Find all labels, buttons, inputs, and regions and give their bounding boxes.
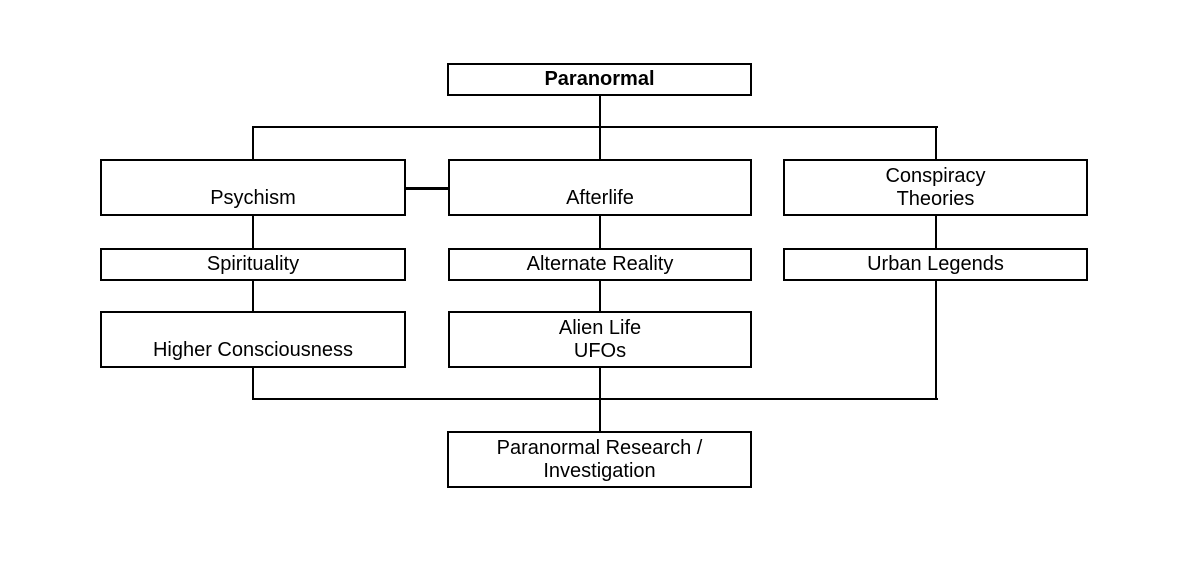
edge-spirituality-to-higher-consciousness [252, 279, 254, 313]
edge-urban-legends-to-merge-bus [935, 279, 937, 400]
node-paranormal-research-investigation: Paranormal Research / Investigation [447, 431, 752, 488]
node-label: Alien Life [558, 316, 642, 339]
edge-level1-bus [252, 126, 938, 128]
node-label: Higher Consciousness [152, 339, 354, 361]
node-paranormal: Paranormal [447, 63, 752, 96]
node-label: UFOs [573, 339, 627, 362]
edge-alternate-reality-to-alien-life [599, 279, 601, 313]
node-alternate-reality: Alternate Reality [448, 248, 752, 281]
edge-merge-bus [252, 398, 938, 400]
edge-afterlife-to-alternate-reality [599, 214, 601, 250]
node-label: Alternate Reality [526, 253, 674, 275]
node-label: Theories [896, 187, 975, 210]
node-label: Investigation [543, 459, 656, 482]
node-label: Psychism [210, 187, 296, 209]
node-label: Spirituality [206, 253, 300, 275]
node-afterlife: Afterlife [448, 159, 752, 216]
node-label: Urban Legends [867, 253, 1004, 275]
node-spirituality: Spirituality [100, 248, 406, 281]
edge-higher-consciousness-to-merge-bus [252, 366, 254, 400]
node-label: Afterlife [566, 187, 634, 209]
node-psychism: Psychism [100, 159, 406, 216]
edge-conspiracy-to-urban-legends [935, 214, 937, 250]
edge-psychism-afterlife-link [404, 187, 449, 190]
node-label: Paranormal Research / [496, 436, 703, 459]
node-label: Conspiracy [885, 164, 986, 187]
edge-psychism-to-spirituality [252, 214, 254, 250]
edge-bus-to-psychism [252, 126, 254, 160]
node-higher-consciousness: Higher Consciousness [100, 311, 406, 368]
node-urban-legends: Urban Legends [783, 248, 1088, 281]
node-alien-life-ufos: Alien Life UFOs [448, 311, 752, 368]
node-label: Paranormal [544, 68, 655, 90]
edge-bus-to-conspiracy-theories [935, 126, 937, 160]
node-conspiracy-theories: Conspiracy Theories [783, 159, 1088, 216]
